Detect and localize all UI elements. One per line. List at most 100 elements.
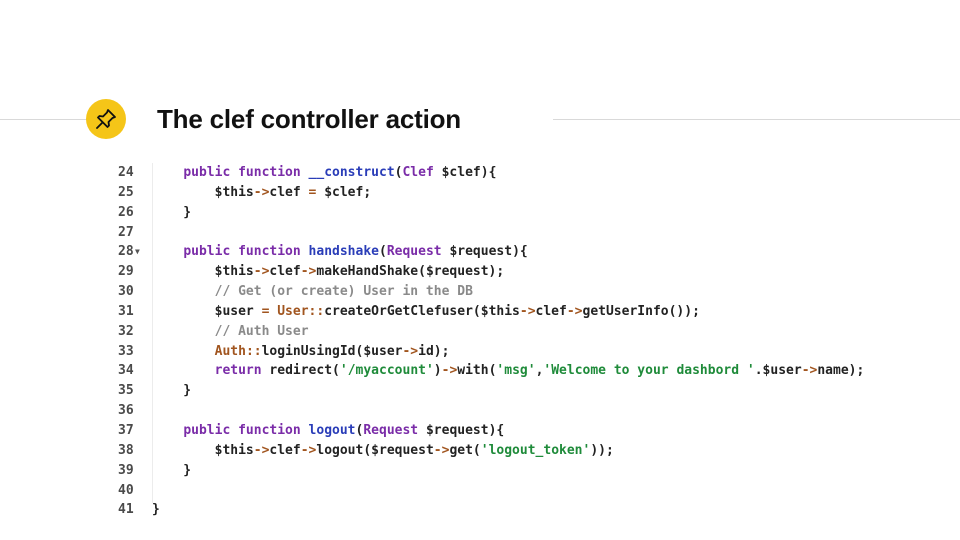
code-token: public function <box>183 244 309 260</box>
code-token: :: <box>245 343 262 359</box>
code-token: $user <box>762 363 802 379</box>
code-text: } <box>152 500 160 520</box>
code-token: // Get (or create) User in the DB <box>152 284 473 300</box>
code-token: public function <box>183 422 309 438</box>
code-text: $user = User::createOrGetClefuser($this-… <box>152 302 700 322</box>
code-text: return redirect('/myaccount')->with('msg… <box>152 361 865 381</box>
code-text: public function logout(Request $request)… <box>152 421 504 441</box>
code-block: 24 public function __construct(Clef $cle… <box>118 163 864 520</box>
code-token: = <box>308 184 317 200</box>
code-token <box>152 363 215 378</box>
line-number: 28▼ <box>118 242 152 262</box>
code-token: -> <box>433 442 450 458</box>
code-token: . <box>754 363 763 379</box>
code-token: -> <box>801 363 818 379</box>
code-line: 27 <box>118 223 864 243</box>
code-line: 37 public function logout(Request $reque… <box>118 421 864 441</box>
code-token: -> <box>300 264 317 280</box>
line-number: 35 <box>118 383 134 399</box>
code-token: } <box>152 502 160 518</box>
code-text: } <box>152 461 191 481</box>
code-line: 31 $user = User::createOrGetClefuser($th… <box>118 302 864 322</box>
line-number: 41 <box>118 502 134 518</box>
line-number: 25 <box>118 184 134 200</box>
code-token: makeHandShake($request); <box>316 264 505 280</box>
code-token: -> <box>253 184 270 200</box>
line-number: 37 <box>118 422 134 438</box>
code-line: 28▼ public function handshake(Request $r… <box>118 242 864 262</box>
code-token: getUserInfo()); <box>582 303 700 319</box>
slide-title: The clef controller action <box>157 104 461 134</box>
line-number: 36 <box>118 403 134 419</box>
code-token: Auth <box>214 343 246 359</box>
code-text: // Get (or create) User in the DB <box>152 282 473 302</box>
code-token: ( <box>379 244 387 260</box>
code-line: 36 <box>118 401 864 421</box>
code-line: 30 // Get (or create) User in the DB <box>118 282 864 302</box>
code-token: )); <box>590 442 614 458</box>
code-token: loginUsingId($user <box>261 343 403 359</box>
code-token: = <box>261 303 270 319</box>
code-line: 24 public function __construct(Clef $cle… <box>118 163 864 183</box>
code-token: -> <box>253 442 270 458</box>
code-token: -> <box>441 363 458 379</box>
code-line: 35 } <box>118 381 864 401</box>
code-token: } <box>152 204 192 220</box>
code-token: , <box>535 363 544 379</box>
code-token: } <box>152 462 192 478</box>
code-token: -> <box>253 264 270 280</box>
code-text: // Auth User <box>152 322 309 342</box>
code-token: redirect( <box>269 363 340 379</box>
code-token: public function <box>183 165 309 180</box>
code-text: } <box>152 381 191 401</box>
code-token: createOrGetClefuser($this <box>324 303 520 319</box>
code-token: 'logout_token' <box>480 442 591 458</box>
code-token: logout <box>308 422 356 438</box>
code-line: 29 $this->clef->makeHandShake($request); <box>118 262 864 282</box>
code-token: Request <box>386 244 450 260</box>
code-token: :: <box>308 303 325 319</box>
code-line: 38 $this->clef->logout($request->get('lo… <box>118 441 864 461</box>
code-token: clef <box>269 184 309 200</box>
line-number: 26 <box>118 204 134 220</box>
code-line: 32 // Auth User <box>118 322 864 342</box>
code-token: User <box>277 303 309 319</box>
code-token: 'msg' <box>496 363 536 379</box>
code-token: $this <box>152 264 254 280</box>
code-token: $this <box>152 184 254 200</box>
code-text: public function __construct(Clef $clef){ <box>152 163 496 183</box>
line-number: 33 <box>118 343 134 359</box>
code-token: $clef <box>441 165 481 180</box>
code-token: with( <box>457 363 497 379</box>
pushpin-icon <box>86 99 126 139</box>
code-token: $clef; <box>316 184 372 200</box>
code-token: 'Welcome to your dashbord ' <box>543 363 755 379</box>
code-token <box>152 165 183 180</box>
code-token <box>152 423 183 438</box>
code-text: $this->clef->logout($request->get('logou… <box>152 441 614 461</box>
code-text: $this->clef->makeHandShake($request); <box>152 262 505 282</box>
line-number: 39 <box>118 462 134 478</box>
code-token: id); <box>418 343 450 359</box>
code-token: ) <box>433 363 442 379</box>
code-text: } <box>152 203 191 223</box>
line-number: 31 <box>118 303 134 319</box>
code-token: get( <box>449 442 481 458</box>
code-text: public function handshake(Request $reque… <box>152 242 528 262</box>
code-token: -> <box>402 343 419 359</box>
line-number: 34 <box>118 363 134 379</box>
code-line: 40 <box>118 481 864 501</box>
line-number: 40 <box>118 482 134 498</box>
code-token: __construct <box>308 165 395 180</box>
code-token: $this <box>152 442 254 458</box>
code-token: } <box>152 383 192 399</box>
code-token: handshake <box>308 244 379 260</box>
code-token: ( <box>394 165 403 180</box>
code-token: -> <box>519 303 536 319</box>
code-token: -> <box>300 442 317 458</box>
code-line: 26 } <box>118 203 864 223</box>
header-rule-left <box>0 119 90 120</box>
code-token: clef <box>269 442 301 458</box>
fold-arrow-icon[interactable]: ▼ <box>135 247 140 257</box>
code-token: $request){ <box>449 244 528 260</box>
